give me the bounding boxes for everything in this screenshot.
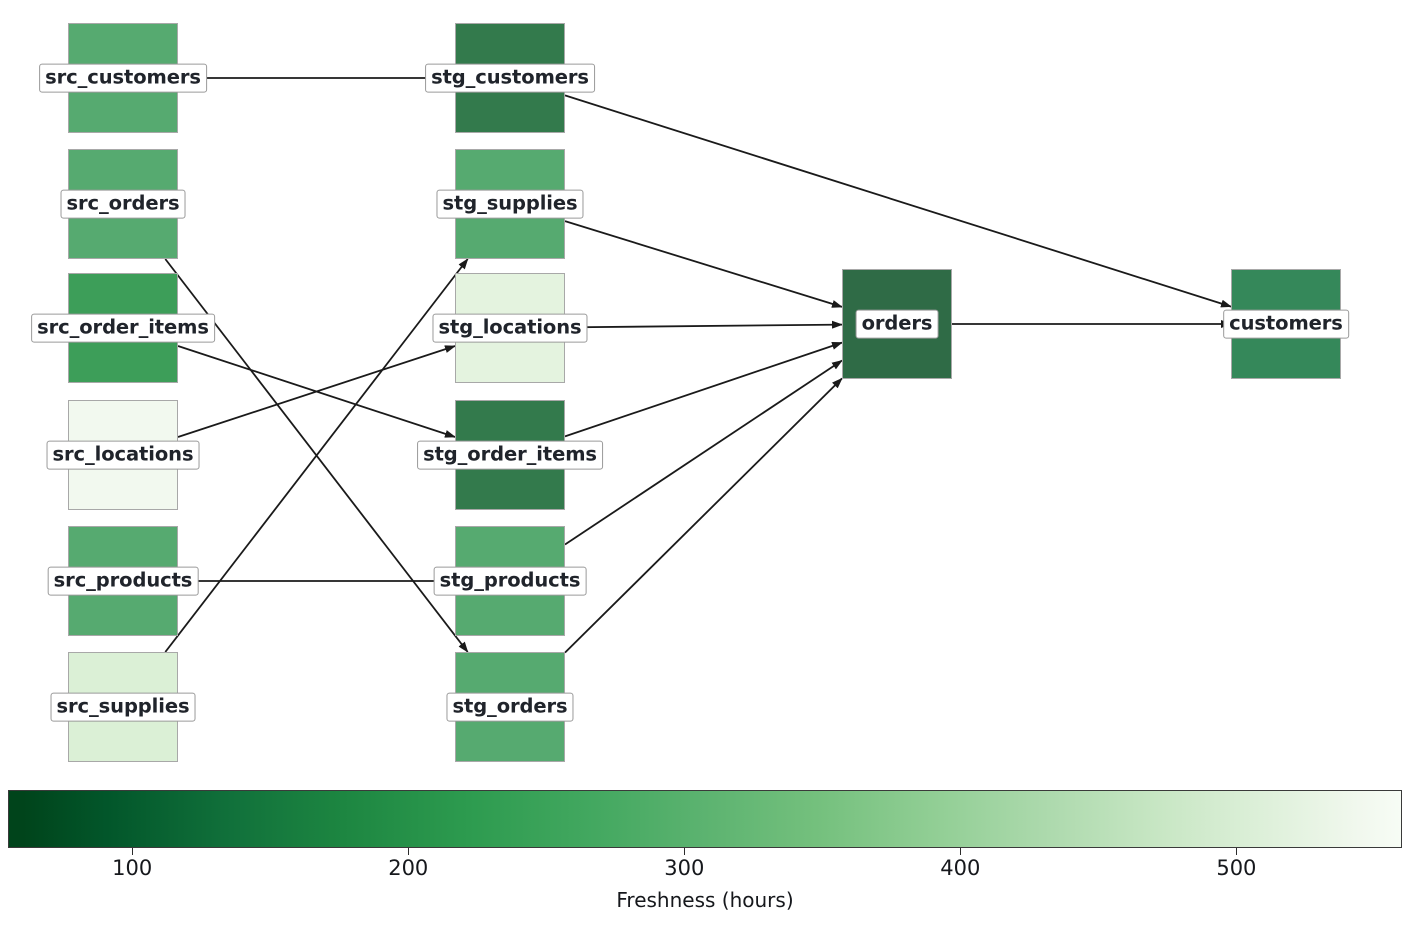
- edge-group: [164, 77, 1232, 654]
- node-label-src_orders: src_orders: [60, 189, 186, 219]
- node-label-stg_order_items: stg_order_items: [417, 440, 603, 470]
- colorbar-title: Freshness (hours): [616, 888, 794, 912]
- colorbar-tick-label-200: 200: [388, 856, 429, 880]
- edge-layer: [164, 77, 1232, 654]
- edge-stg_customers-to-customers: [564, 94, 1232, 308]
- colorbar-tick-label-100: 100: [112, 856, 153, 880]
- node-label-src_locations: src_locations: [46, 440, 200, 470]
- node-label-stg_orders: stg_orders: [446, 692, 574, 722]
- node-label-src_order_items: src_order_items: [31, 313, 215, 343]
- edge-src_supplies-to-stg_supplies: [164, 258, 469, 653]
- colorbar-tick-100: [132, 848, 134, 855]
- node-label-customers: customers: [1223, 309, 1349, 339]
- colorbar: 100 200 300 400 500 Freshness (hours): [8, 790, 1402, 912]
- edge-stg_products-to-orders: [564, 359, 843, 546]
- colorbar-tick-label-300: 300: [664, 856, 705, 880]
- node-label-stg_locations: stg_locations: [432, 313, 588, 343]
- node-label-stg_customers: stg_customers: [425, 63, 595, 93]
- edge-stg_orders-to-orders: [564, 377, 843, 654]
- colorbar-tick-500: [1236, 848, 1238, 855]
- colorbar-tick-label-500: 500: [1216, 856, 1257, 880]
- edge-src_locations-to-stg_locations: [177, 345, 456, 438]
- colorbar-gradient: [8, 790, 1402, 848]
- colorbar-tick-400: [960, 848, 962, 855]
- node-label-src_products: src_products: [47, 566, 199, 596]
- colorbar-tick-300: [684, 848, 686, 855]
- node-label-orders: orders: [855, 309, 939, 339]
- edge-stg_locations-to-orders: [564, 320, 843, 329]
- colorbar-tick-label-400: 400: [940, 856, 981, 880]
- node-label-stg_supplies: stg_supplies: [436, 189, 584, 219]
- colorbar-tick-200: [408, 848, 410, 855]
- node-label-src_customers: src_customers: [39, 63, 207, 93]
- edge-stg_supplies-to-orders: [564, 220, 843, 308]
- edge-stg_order_items-to-orders: [564, 341, 843, 438]
- node-label-stg_products: stg_products: [433, 566, 587, 596]
- node-label-src_supplies: src_supplies: [50, 692, 196, 722]
